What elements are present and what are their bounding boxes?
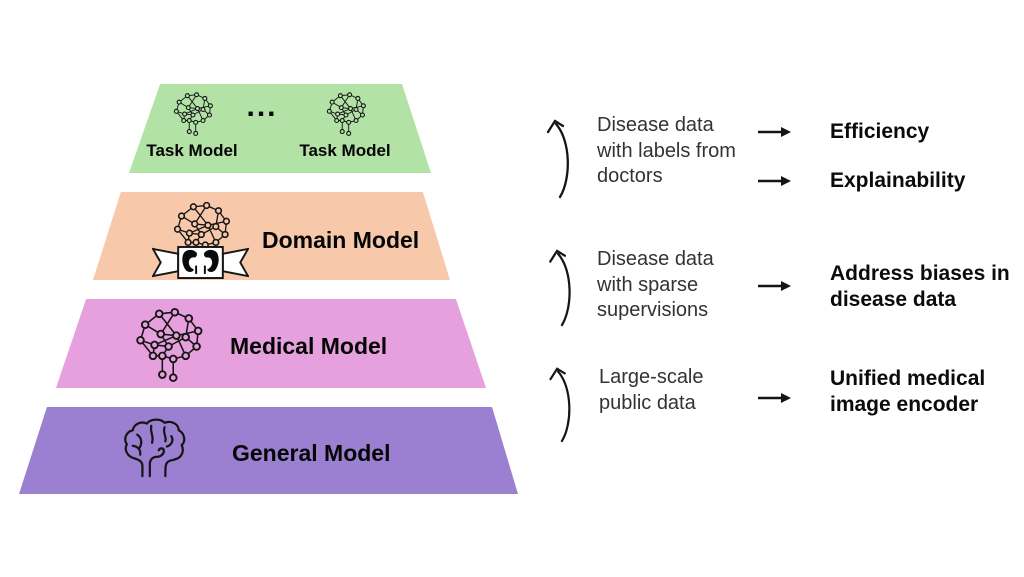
task-model-unit: Task Model	[295, 91, 395, 160]
right-arrow-icon	[758, 391, 792, 405]
annotation-data-text: Large-scale public data	[599, 366, 704, 414]
annotation-result-text: Unified medical image encoder	[830, 367, 986, 416]
pyramid-layer-medical: Medical Model	[56, 299, 486, 388]
domain-model-label: Domain Model	[262, 227, 420, 253]
ellipsis-dots: ...	[246, 90, 278, 123]
kidney-banner-icon	[152, 246, 249, 279]
medical-model-label: Medical Model	[230, 333, 388, 359]
curved-up-arrow-icon	[543, 115, 573, 199]
neural-network-brain-icon	[169, 91, 215, 139]
pyramid-layer-general: General Model	[19, 407, 518, 494]
neural-network-brain-icon	[128, 306, 206, 387]
task-model-label: Task Model	[299, 141, 391, 160]
general-model-label: General Model	[232, 440, 391, 466]
curved-up-arrow-icon	[545, 363, 575, 443]
annotation-data-text: Disease data with sparse supervisions	[597, 248, 714, 321]
annotation-result-text: Explainability	[830, 169, 966, 192]
pyramid-layer-domain: Domain Model	[93, 192, 450, 280]
pyramid-layer-task: Task Model ... Task Model	[129, 84, 431, 173]
brain-outline-icon	[118, 417, 192, 479]
annotation-result-text: Efficiency	[830, 120, 930, 143]
curved-up-arrow-icon	[545, 245, 575, 327]
right-arrow-icon	[758, 125, 792, 139]
neural-network-brain-icon	[322, 91, 368, 139]
right-arrow-icon	[758, 174, 792, 188]
task-model-unit: Task Model	[142, 91, 242, 160]
task-model-label: Task Model	[146, 141, 238, 160]
right-arrow-icon	[758, 279, 792, 293]
annotation-result-text: Address biases in disease data	[830, 262, 1010, 311]
annotation-data-text: Disease data with labels from doctors	[597, 114, 736, 187]
